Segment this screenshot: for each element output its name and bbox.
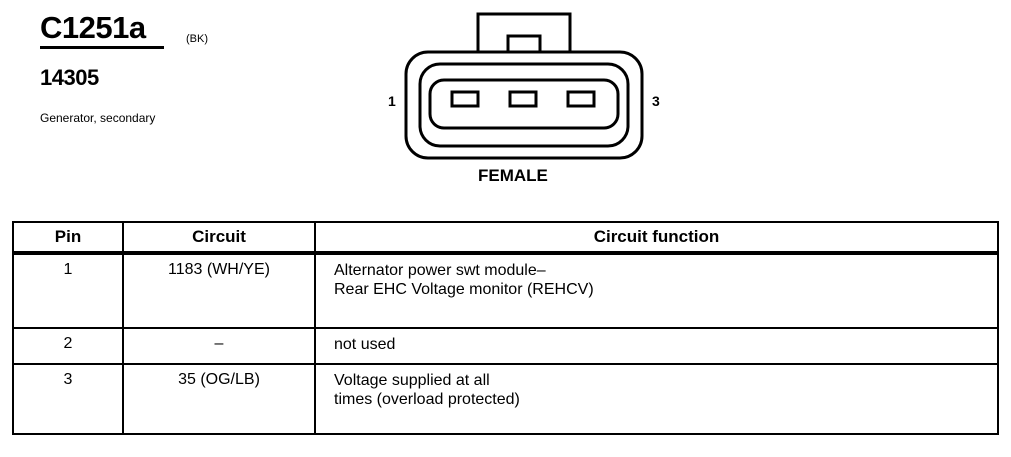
connector-color: (BK) xyxy=(186,33,208,45)
function-line: not used xyxy=(334,336,396,353)
table-header-row: Pin Circuit Circuit function xyxy=(12,221,999,255)
header-circuit: Circuit xyxy=(122,221,316,255)
connector-description: Generator, secondary xyxy=(40,111,156,125)
table-row: 1 1183 (WH/YE) Alternator power swt modu… xyxy=(12,252,999,329)
pin-cell: 3 xyxy=(12,363,124,435)
function-line: Alternator power swt module– xyxy=(334,262,546,279)
pin-label-left: 1 xyxy=(388,93,396,109)
pin-label-right: 3 xyxy=(652,93,660,109)
gender-label: FEMALE xyxy=(478,166,548,185)
table-row: 2 – not used xyxy=(12,327,999,365)
circuit-cell: 35 (OG/LB) xyxy=(122,363,316,435)
pin-cavity-1 xyxy=(450,90,480,108)
function-cell: Alternator power swt module– Rear EHC Vo… xyxy=(314,252,999,329)
connector-face-diagram: 1 3 xyxy=(388,12,660,160)
pinout-table: Pin Circuit Circuit function 1 1183 (WH/… xyxy=(12,221,999,435)
header-circuit-function: Circuit function xyxy=(314,221,999,255)
pin-cavity-2 xyxy=(508,90,538,108)
function-cell: not used xyxy=(314,327,999,365)
function-line: Rear EHC Voltage monitor (REHCV) xyxy=(334,281,594,298)
table-row: 3 35 (OG/LB) Voltage supplied at all tim… xyxy=(12,363,999,435)
circuit-cell: – xyxy=(122,327,316,365)
pin-cell: 1 xyxy=(12,252,124,329)
connector-header: C1251a (BK) 14305 Generator, secondary xyxy=(40,10,208,125)
circuit-cell: 1183 (WH/YE) xyxy=(122,252,316,329)
pin-cell: 2 xyxy=(12,327,124,365)
function-line: Voltage supplied at all xyxy=(334,372,490,389)
connector-id-row: C1251a (BK) xyxy=(40,10,208,49)
pin-cavity-3 xyxy=(566,90,596,108)
function-cell: Voltage supplied at all times (overload … xyxy=(314,363,999,435)
header-pin: Pin xyxy=(12,221,124,255)
connector-id: C1251a xyxy=(40,10,164,49)
function-line: times (overload protected) xyxy=(334,391,520,408)
part-number: 14305 xyxy=(40,65,99,90)
